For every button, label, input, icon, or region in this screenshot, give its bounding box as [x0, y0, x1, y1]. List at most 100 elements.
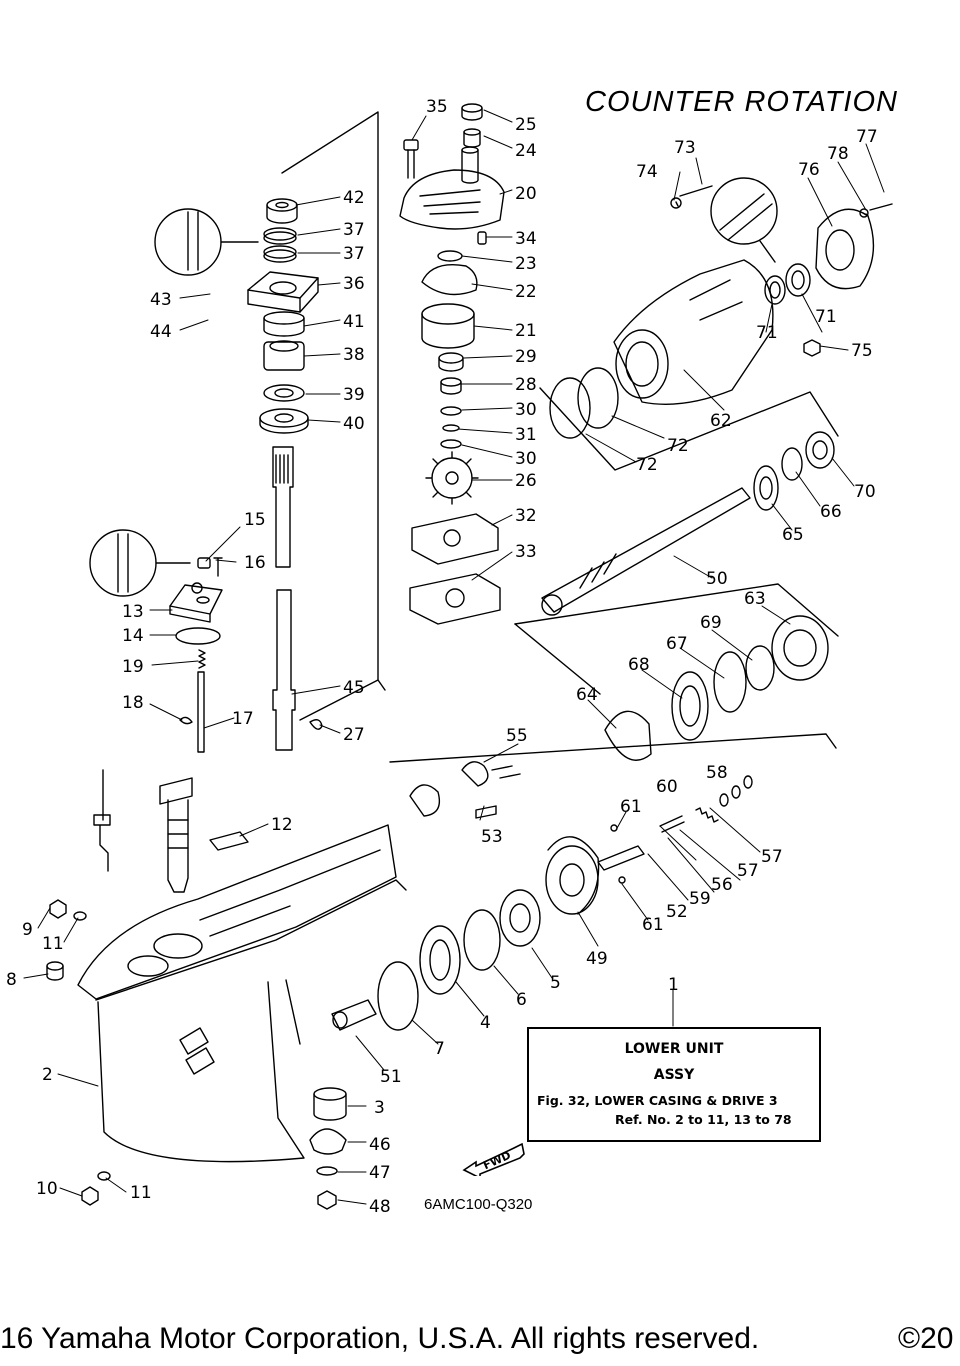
part-67-washer — [713, 651, 747, 713]
callout-2: 2 — [42, 1065, 53, 1085]
callout-72a: 72 — [667, 436, 689, 456]
callout-24: 24 — [515, 141, 537, 161]
part-37-seals — [263, 227, 297, 263]
copyright-footer: 16 Yamaha Motor Corporation, U.S.A. All … — [0, 1322, 760, 1355]
callout-66: 66 — [820, 502, 842, 522]
callout-37b: 37 — [343, 244, 365, 264]
part-34-pin — [477, 231, 487, 245]
part-45-drive-shaft — [272, 446, 296, 751]
forward-arrow-icon: FWD — [462, 1142, 525, 1176]
callout-22: 22 — [515, 282, 537, 302]
part-29-collar — [438, 352, 464, 372]
callout-56: 56 — [711, 875, 733, 895]
clutch-group-frame — [389, 583, 839, 763]
part-24-tube — [463, 128, 481, 148]
part-53-pin — [475, 805, 497, 819]
callout-76: 76 — [798, 160, 820, 180]
shift-shaft-assembly — [159, 777, 193, 893]
callout-68: 68 — [628, 655, 650, 675]
callout-11a: 11 — [42, 934, 64, 954]
info-line-2: ASSY — [653, 1067, 695, 1083]
part-64-forward-gear — [604, 710, 652, 761]
callout-62: 62 — [710, 411, 732, 431]
callout-9: 9 — [22, 920, 33, 940]
callout-46: 46 — [369, 1135, 391, 1155]
part-28-spring-seat — [440, 377, 462, 395]
callout-57a: 57 — [737, 861, 759, 881]
callout-1: 1 — [668, 975, 679, 995]
diagram-title: COUNTER ROTATION — [585, 86, 898, 118]
driveshaft-group-frame — [281, 111, 386, 721]
callout-74: 74 — [636, 162, 658, 182]
grease-detail-circle-right — [710, 177, 778, 263]
callout-57b: 57 — [761, 847, 783, 867]
callout-29: 29 — [515, 347, 537, 367]
callout-6: 6 — [516, 990, 527, 1010]
part-27-key — [309, 719, 323, 730]
part-72-o-rings — [549, 367, 619, 439]
part-20-pump-housing — [399, 146, 505, 230]
callout-30a: 30 — [515, 400, 537, 420]
callout-11b: 11 — [130, 1183, 152, 1203]
info-line-3: Fig. 32, LOWER CASING & DRIVE 3 — [537, 1093, 778, 1108]
part-35-bolt — [403, 139, 419, 179]
callout-7: 7 — [434, 1039, 445, 1059]
part-18-clip — [179, 716, 193, 725]
part-47-washer — [316, 1166, 338, 1176]
callout-39: 39 — [343, 385, 365, 405]
callout-70: 70 — [854, 482, 876, 502]
callout-61b: 61 — [642, 915, 664, 935]
part-17-shift-rod — [93, 671, 205, 872]
part-shift-cam — [409, 784, 441, 817]
part-46-pinion — [309, 1128, 347, 1155]
callout-41: 41 — [343, 312, 365, 332]
leader-lines — [23, 109, 885, 1205]
callout-33: 33 — [515, 542, 537, 562]
callout-35: 35 — [426, 97, 448, 117]
part-4-retainer — [419, 925, 461, 995]
part-5-bearing — [499, 889, 541, 947]
catalog-code: 6AMC100-Q320 — [424, 1196, 533, 1213]
callout-71b: 71 — [815, 307, 837, 327]
threadlock-detail-circle — [154, 208, 259, 276]
part-50-propeller-shaft — [541, 487, 751, 616]
callout-25: 25 — [515, 115, 537, 135]
callout-40: 40 — [343, 414, 365, 434]
part-41-sleeve — [263, 311, 305, 337]
info-line-4: Ref. No. 2 to 11, 13 to 78 — [615, 1112, 792, 1127]
callout-48: 48 — [369, 1197, 391, 1217]
callout-20: 20 — [515, 184, 537, 204]
callout-21: 21 — [515, 321, 537, 341]
callout-8: 8 — [6, 970, 17, 990]
callout-19: 19 — [122, 657, 144, 677]
callout-55: 55 — [506, 726, 528, 746]
part-76-anode — [815, 208, 875, 290]
callout-14: 14 — [122, 626, 144, 646]
part-21-insert-cartridge — [421, 303, 475, 349]
callout-16: 16 — [244, 553, 266, 573]
part-2-lower-casing — [77, 824, 407, 1163]
callout-60: 60 — [656, 777, 678, 797]
part-62-propeller-shaft-housing — [613, 259, 774, 405]
part-68-retainer — [671, 671, 709, 741]
part-22-gasket — [421, 264, 478, 296]
callout-72b: 72 — [636, 455, 658, 475]
parts-56-57-58-59-60-spring-set — [659, 775, 753, 833]
callout-23: 23 — [515, 254, 537, 274]
callout-53: 53 — [481, 827, 503, 847]
callout-27: 27 — [343, 725, 365, 745]
callout-3: 3 — [374, 1098, 385, 1118]
part-8-bush — [46, 961, 64, 981]
part-26-impeller — [425, 451, 479, 505]
part-14-o-ring — [175, 627, 221, 645]
part-25-grommet — [461, 103, 483, 121]
part-52-shift-plunger — [597, 824, 645, 884]
callout-17: 17 — [232, 709, 254, 729]
callout-30b: 30 — [515, 449, 537, 469]
part-75-nut — [803, 339, 821, 357]
part-48-nut — [317, 1190, 337, 1210]
grease-detail-circle-left — [89, 529, 191, 597]
part-19-spring — [198, 649, 206, 669]
callout-63: 63 — [744, 589, 766, 609]
